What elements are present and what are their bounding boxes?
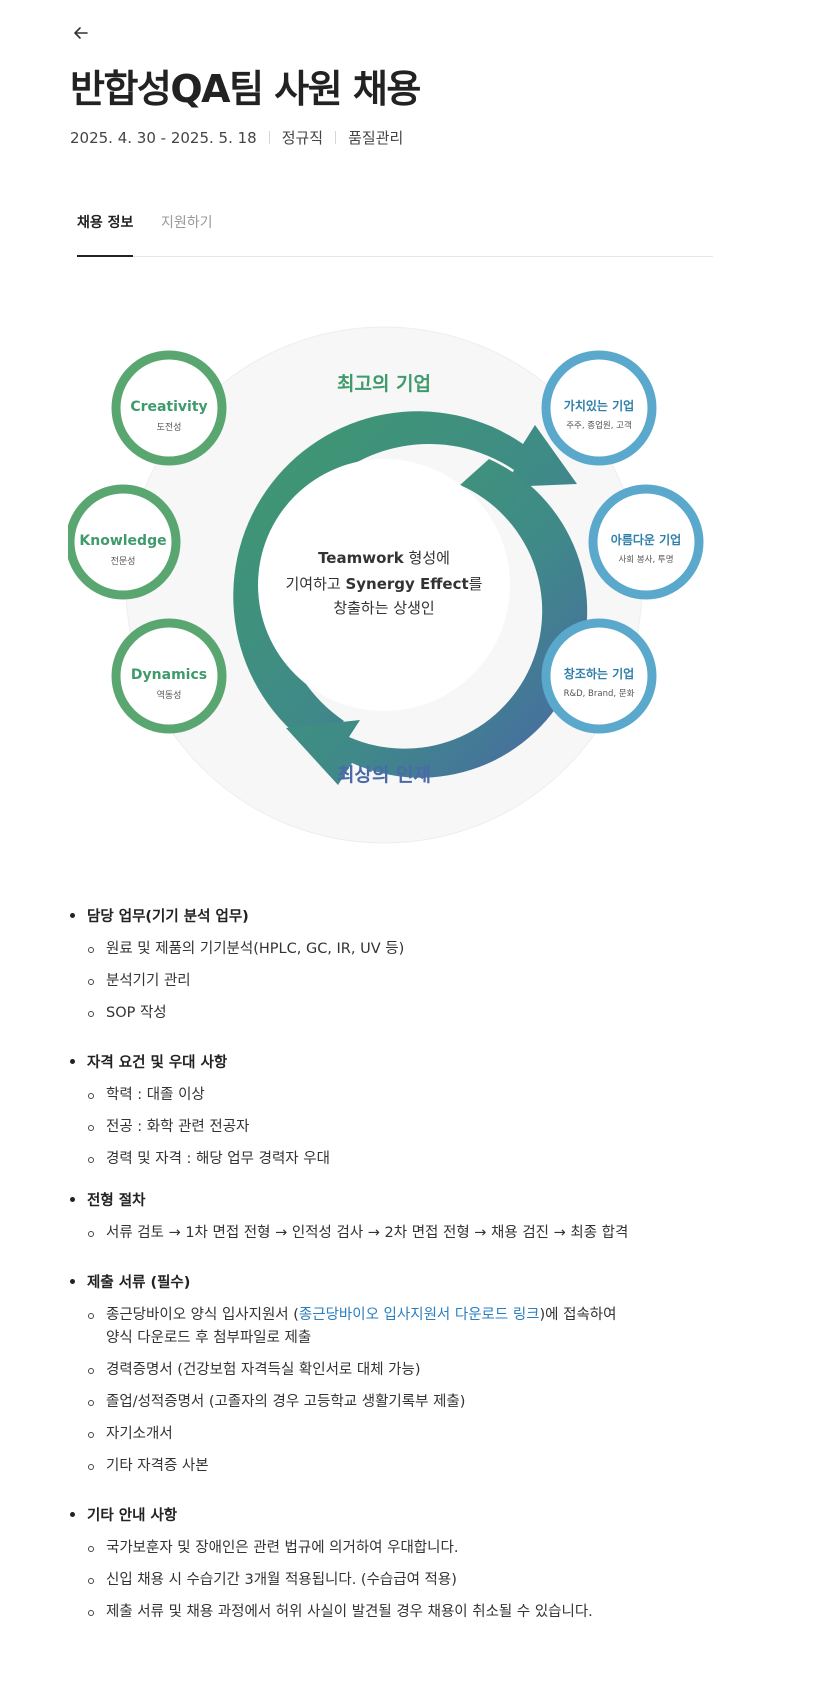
- center-line2-pre: 기여하고: [286, 575, 346, 593]
- back-button[interactable]: [70, 22, 92, 44]
- divider: [335, 131, 337, 144]
- list-item: 경력증명서 (건강보험 자격득실 확인서로 대체 가능): [88, 1359, 760, 1382]
- center-line2-post: 를: [469, 575, 483, 593]
- application-form-download-link[interactable]: 종근당바이오 입사지원서 다운로드 링크: [298, 1307, 540, 1323]
- list-item: 학력 : 대졸 이상: [88, 1084, 760, 1107]
- section-title: 제출 서류 (필수): [70, 1271, 760, 1292]
- section-qualifications: 자격 요건 및 우대 사항 학력 : 대졸 이상 전공 : 화학 관련 전공자 …: [70, 1051, 760, 1171]
- recruit-period: 2025. 4. 30 - 2025. 5. 18: [70, 128, 257, 147]
- knowledge-title: Knowledge: [79, 533, 166, 549]
- beautiful-company-circle: 아름다운 기업 사회 봉사, 투명: [588, 484, 704, 600]
- section-documents: 제출 서류 (필수) 종근당바이오 양식 입사지원서 (종근당바이오 입사지원서…: [70, 1271, 760, 1478]
- list-item: 전공 : 화학 관련 전공자: [88, 1116, 760, 1139]
- section-title: 전형 절차: [70, 1189, 760, 1210]
- creativity-sub: 도전성: [157, 422, 182, 433]
- creativity-title: Creativity: [130, 399, 207, 415]
- section-duties: 담당 업무(기기 분석 업무) 원료 및 제품의 기기분석(HPLC, GC, …: [70, 905, 760, 1025]
- list-item: 종근당바이오 양식 입사지원서 (종근당바이오 입사지원서 다운로드 링크)에 …: [88, 1304, 760, 1350]
- list-item: 신입 채용 시 수습기간 3개월 적용됩니다. (수습급여 적용): [88, 1569, 760, 1592]
- tab-job-info[interactable]: 채용 정보: [77, 212, 133, 257]
- section-process: 전형 절차 서류 검토 → 1차 면접 전형 → 인적성 검사 → 2차 면접 …: [70, 1189, 760, 1245]
- tab-apply[interactable]: 지원하기: [161, 215, 213, 231]
- center-text-line3: 창출하는 상생인: [333, 599, 434, 617]
- valuable-company-circle: 가치있는 기업 주주, 종업원, 고객: [541, 350, 657, 466]
- valuable-company-sub: 주주, 종업원, 고객: [566, 420, 632, 431]
- list-item: 자기소개서: [88, 1423, 760, 1446]
- list-item: 국가보훈자 및 장애인은 관련 법규에 의거하여 우대합니다.: [88, 1537, 760, 1560]
- talent-diagram: 최고의 기업 최상의 인재 Teamwork 형성에 기여하고 Synergy …: [65, 315, 716, 863]
- list-item: 서류 검토 → 1차 면접 전형 → 인적성 검사 → 2차 면접 전형 → 채…: [88, 1222, 760, 1245]
- center-teamwork: Teamwork: [318, 549, 405, 567]
- tab-bar: 채용 정보 지원하기: [77, 212, 713, 257]
- center-synergy: Synergy Effect: [345, 575, 468, 593]
- list-item: 기타 자격증 사본: [88, 1455, 760, 1478]
- page-title: 반합성QA팀 사원 채용: [70, 67, 421, 111]
- creative-company-title: 창조하는 기업: [564, 666, 634, 681]
- section-title: 기타 안내 사항: [70, 1504, 760, 1525]
- list-item: 졸업/성적증명서 (고졸자의 경우 고등학교 생활기록부 제출): [88, 1391, 760, 1414]
- talent-diagram-svg: 최고의 기업 최상의 인재 Teamwork 형성에 기여하고 Synergy …: [65, 326, 704, 844]
- center-circle: [258, 459, 510, 711]
- center-line1-rest: 형성에: [404, 549, 450, 567]
- valuable-company-title: 가치있는 기업: [564, 398, 634, 413]
- creative-company-circle: 창조하는 기업 R&D, Brand, 문화: [541, 618, 657, 734]
- job-meta: 2025. 4. 30 - 2025. 5. 18 정규직 품질관리: [70, 127, 403, 148]
- list-item: 원료 및 제품의 기기분석(HPLC, GC, IR, UV 등): [88, 938, 760, 961]
- list-item: 제출 서류 및 채용 과정에서 허위 사실이 발견될 경우 채용이 취소될 수 …: [88, 1601, 760, 1624]
- list-item: 분석기기 관리: [88, 970, 760, 993]
- center-text-line2: 기여하고 Synergy Effect를: [286, 575, 483, 593]
- list-item: 경력 및 자격 : 해당 업무 경력자 우대: [88, 1148, 760, 1171]
- job-details: 담당 업무(기기 분석 업무) 원료 및 제품의 기기분석(HPLC, GC, …: [70, 905, 760, 1642]
- list-item: SOP 작성: [88, 1002, 760, 1025]
- arrow-left-icon: [74, 27, 88, 39]
- knowledge-circle: Knowledge 전문성: [65, 484, 181, 600]
- dynamics-circle: Dynamics 역동성: [111, 618, 227, 734]
- bottom-label: 최상의 인재: [337, 764, 431, 786]
- section-title: 자격 요건 및 우대 사항: [70, 1051, 760, 1072]
- divider: [268, 131, 270, 144]
- cycle-arrow-upper: [233, 411, 577, 748]
- beautiful-company-title: 아름다운 기업: [611, 532, 681, 547]
- section-other-notes: 기타 안내 사항 국가보훈자 및 장애인은 관련 법규에 의거하여 우대합니다.…: [70, 1504, 760, 1624]
- creativity-circle: Creativity 도전성: [111, 350, 227, 466]
- center-text-line1: Teamwork 형성에: [318, 549, 450, 567]
- department: 품질관리: [348, 129, 404, 147]
- section-title: 담당 업무(기기 분석 업무): [70, 905, 760, 926]
- top-label: 최고의 기업: [337, 373, 431, 395]
- cycle-arrow-lower: [286, 459, 588, 785]
- dynamics-sub: 역동성: [157, 690, 182, 701]
- employment-type: 정규직: [281, 129, 324, 147]
- dynamics-title: Dynamics: [131, 667, 207, 683]
- knowledge-sub: 전문성: [111, 556, 136, 567]
- creative-company-sub: R&D, Brand, 문화: [564, 689, 635, 699]
- beautiful-company-sub: 사회 봉사, 투명: [618, 554, 673, 565]
